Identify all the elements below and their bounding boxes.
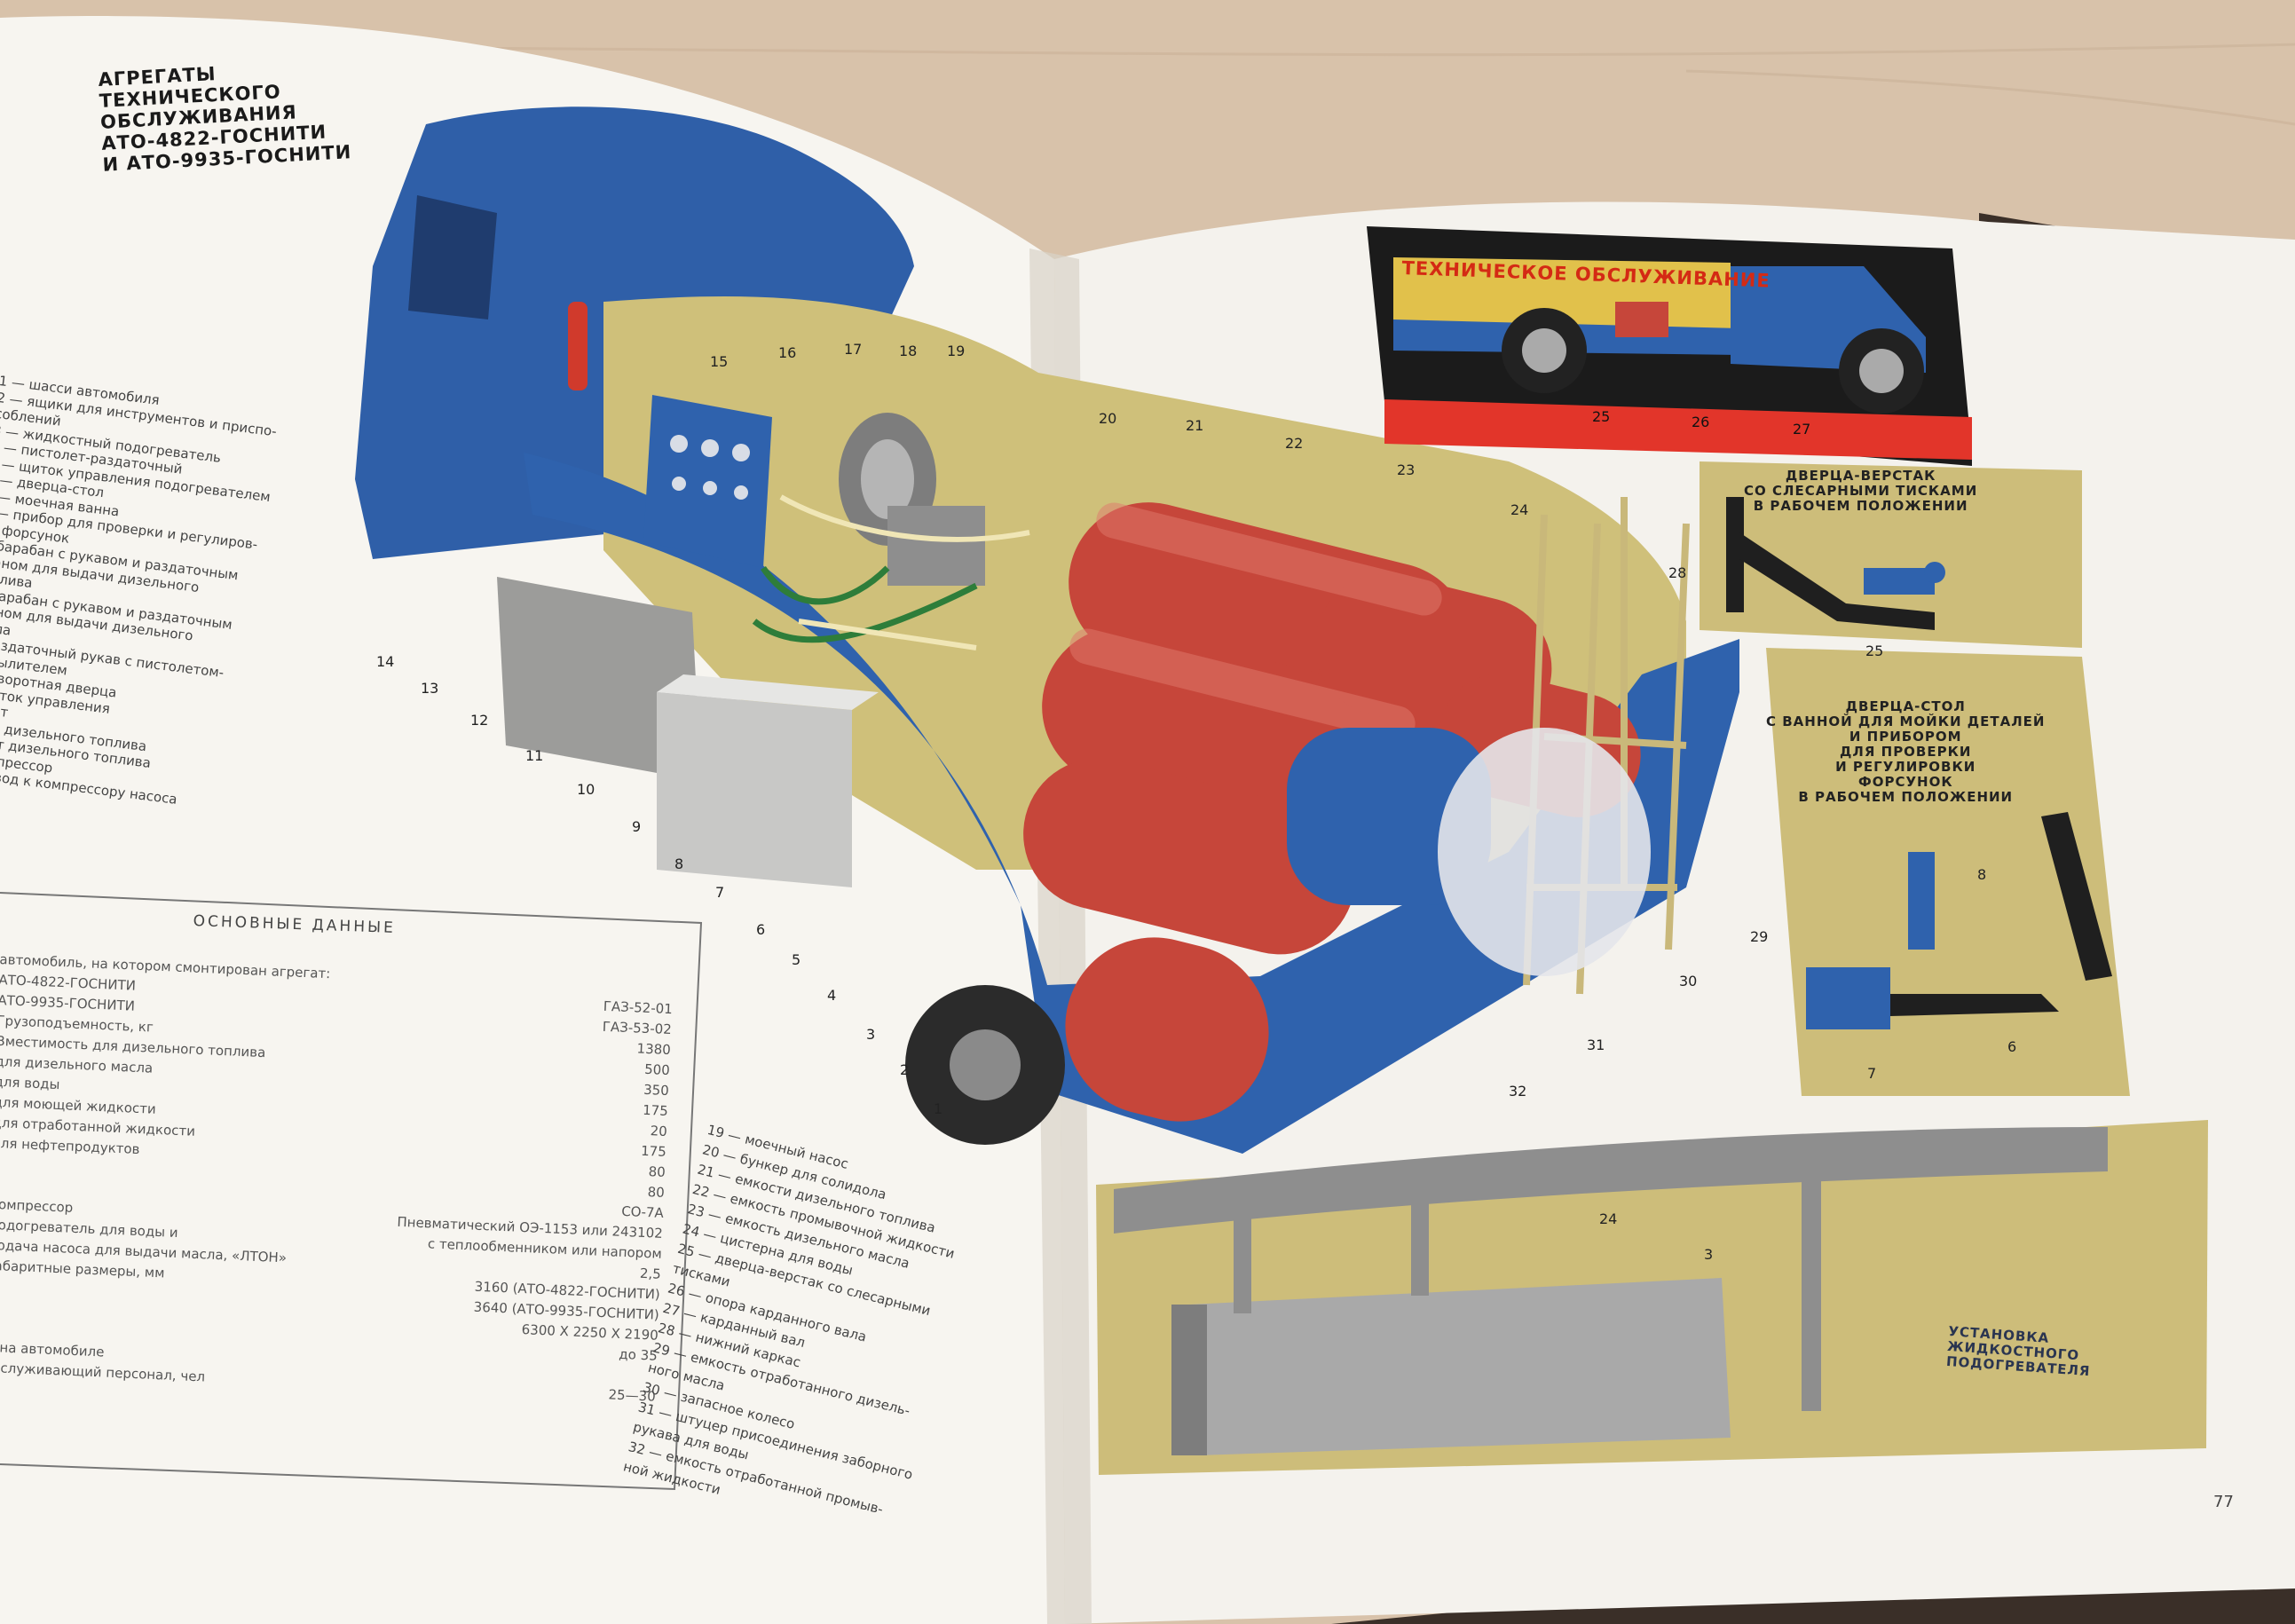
callout-number: 23 [1397,461,1416,478]
vise-inset-panel [1700,461,2082,648]
callout-number: 3 [866,1026,876,1043]
callout-number: 12 [470,712,489,729]
callout-number: 9 [632,818,642,835]
data-row-value: 500 [643,1060,671,1079]
callout-number: 25 [1592,408,1611,425]
callout-number: 29 [1750,928,1769,945]
callout-number: 31 [1587,1037,1605,1053]
legend-left: 1 — шасси автомобиля 2 — ящики для инстр… [0,373,281,815]
callout-number: 3 [1704,1246,1714,1263]
data-row-value: 2,5 [639,1265,662,1282]
data-row-value: СО-7А [620,1202,665,1221]
callout-number: 14 [376,653,395,670]
callout-number: 10 [577,781,595,798]
callout-number: 32 [1509,1083,1527,1100]
data-box-frame [0,892,703,1491]
data-row-value: 80 [647,1184,666,1201]
truck-side-inset [1367,226,1972,466]
callout-number: 22 [1285,435,1304,452]
callout-number: 30 [1679,973,1698,989]
data-row-value: 80 [648,1163,666,1180]
callout-number: 2 [900,1061,910,1078]
tool-box [497,577,701,781]
page-number: 77 [2213,1493,2234,1511]
callout-number: 4 [827,987,837,1004]
callout-number: 7 [1867,1065,1877,1082]
callout-number: 11 [525,747,544,764]
callout-number: 7 [715,884,725,901]
callout-number: 19 [947,343,966,359]
data-row-value: 350 [643,1081,670,1100]
callout-number: 17 [844,341,863,358]
data-box-rows: автомобиль, на котором смонтирован агрег… [0,950,674,1407]
callout-number: 6 [756,921,766,938]
callout-number: 21 [1186,417,1204,434]
callout-number: 24 [1599,1210,1618,1227]
table-inset-caption: ДВЕРЦА-СТОЛ С ВАННОЙ ДЛЯ МОЙКИ ДЕТАЛЕЙ И… [1766,698,2046,805]
callout-number: 20 [1099,410,1117,427]
data-row-value: ГАЗ-52-01 [603,997,674,1018]
callout-number: 27 [1793,421,1811,438]
data-row-value: 175 [642,1101,669,1120]
data-row-value: 1380 [636,1040,672,1059]
data-row-label: Компрессор [0,1195,74,1216]
data-row-label: для воды [0,1073,60,1093]
callout-number: 6 [2007,1038,2017,1055]
data-row-value: 175 [640,1142,667,1160]
data-row-value: 20 [650,1123,668,1139]
data-row-value: ГАЗ-53-02 [602,1018,673,1038]
page-title: АГРЕГАТЫ ТЕХНИЧЕСКОГО ОБСЛУЖИВАНИЯ АТО-4… [98,63,352,176]
callout-number: 5 [792,951,801,968]
spare-wheel [1438,728,1651,976]
vise-inset-caption: ДВЕРЦА-ВЕРСТАК СО СЛЕСАРНЫМИ ТИСКАМИ В Р… [1744,468,1978,514]
callout-number: 16 [778,344,797,361]
callout-number: 15 [710,353,729,370]
callout-number: 13 [421,680,439,697]
callout-number: 8 [1977,866,1987,883]
callout-number: 25 [1865,643,1884,659]
callout-number: 18 [899,343,918,359]
callout-number: 1 [934,1100,943,1117]
callout-number: 8 [674,855,684,872]
callout-number: 28 [1668,564,1687,581]
callout-number: 26 [1692,414,1710,430]
callout-number: 24 [1510,501,1529,518]
